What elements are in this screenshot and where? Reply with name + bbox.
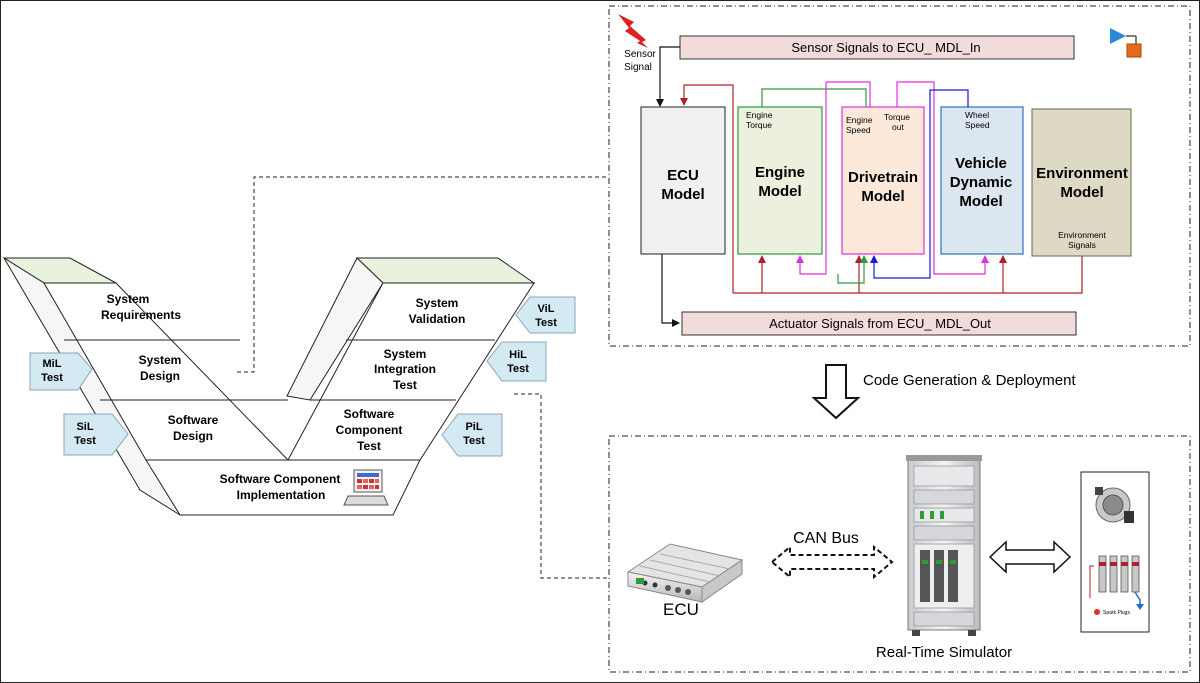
test-tag-mil: MiL Test [29, 352, 93, 391]
drivetrain-port2-line2: out [892, 122, 904, 132]
sil-label-line1: SiL [76, 421, 93, 433]
ecu-model-block [640, 106, 726, 255]
test-tag-pil: PiL Test [441, 413, 503, 457]
environment-model-label-line1: Environment [1036, 165, 1128, 182]
stage-system-design-line1: System [139, 353, 182, 367]
ecu-hardware-label: ECU [663, 600, 699, 619]
test-tag-hil: HiL Test [486, 341, 547, 382]
stage-integration-test-line3: Test [393, 378, 417, 392]
stage-system-requirements-line2: Requirements [101, 308, 181, 322]
vehicle-model-block [940, 106, 1024, 255]
connector-hil-to-hardware [514, 393, 609, 579]
vehicle-model-label-line3: Model [959, 193, 1002, 210]
stage-system-design-line2: Design [140, 369, 180, 383]
hil-label-line2: Test [507, 363, 529, 375]
sensor-signal-label-line2: Signal [624, 62, 652, 73]
stage-system-validation-line1: System [416, 296, 459, 310]
vehicle-port-label-line2: Speed [965, 120, 990, 130]
sil-label-line2: Test [74, 435, 96, 447]
ecu-model-label-line1: ECU [667, 167, 699, 184]
environment-model-label-line2: Model [1060, 184, 1103, 201]
can-bus-label: CAN Bus [793, 530, 859, 547]
stage-integration-test-line2: Integration [374, 362, 436, 376]
drivetrain-model-label-line1: Drivetrain [848, 169, 918, 186]
simulink-logo-icon [1110, 28, 1142, 58]
spark-plugs-legend-dot [1094, 609, 1100, 615]
code-generation-label: Code Generation & Deployment [863, 372, 1076, 389]
simulator-plant-arrow [988, 540, 1072, 574]
real-time-simulator-image [906, 455, 982, 636]
v-model: System Requirements System Design Softwa… [2, 257, 536, 516]
drivetrain-port2-line1: Torque [884, 112, 910, 122]
stage-component-test-line3: Test [357, 439, 381, 453]
vil-label-line1: ViL [538, 303, 555, 315]
test-tag-vil: ViL Test [515, 296, 576, 334]
vehicle-model-label-line2: Dynamic [950, 174, 1013, 191]
vehicle-model-label-line1: Vehicle [955, 155, 1007, 172]
mil-label-line1: MiL [43, 358, 62, 370]
code-generation-arrow [811, 364, 861, 420]
environment-port-label-line2: Signals [1068, 240, 1096, 250]
can-bus-arrow [770, 544, 894, 580]
pil-label-line1: PiL [465, 421, 482, 433]
actuator-bus-block [681, 311, 1077, 336]
engine-model-block [737, 106, 823, 255]
spark-plugs-label: Spark Plugs [1103, 610, 1130, 616]
engine-port-label-line1: Engine [746, 110, 773, 120]
engine-port-label-line2: Torque [746, 120, 772, 130]
code-editor-icon [343, 469, 389, 506]
vehicle-port-label-line1: Wheel [965, 110, 989, 120]
sensor-signal-label-line1: Sensor [624, 49, 656, 60]
environment-model-block [1031, 108, 1132, 257]
hil-label-line1: HiL [509, 349, 527, 361]
spark-plugs-image [1089, 555, 1144, 610]
stage-system-requirements-line1: System [107, 292, 150, 306]
environment-port-label-line1: Environment [1058, 230, 1106, 240]
ecu-model-label-line2: Model [661, 186, 704, 203]
mil-label-line2: Test [41, 372, 63, 384]
test-tag-sil: SiL Test [63, 413, 129, 456]
drivetrain-model-label-line2: Model [861, 188, 904, 205]
engine-model-label-line2: Model [758, 183, 801, 200]
drivetrain-port1-line1: Engine [846, 115, 873, 125]
connector-mil-to-model [237, 176, 609, 373]
ecu-hardware-image [626, 543, 744, 603]
engine-model-label-line1: Engine [755, 164, 805, 181]
stage-component-test-line1: Software [344, 407, 395, 421]
hardware-panel [608, 435, 1191, 673]
sensor-bus-label: Sensor Signals to ECU_ MDL_In [791, 40, 980, 55]
stage-software-design-line2: Design [173, 429, 213, 443]
lightning-icon [618, 14, 648, 48]
v-right-arm-top [355, 257, 536, 284]
drivetrain-model-block [841, 106, 925, 255]
stage-software-design-line1: Software [168, 413, 219, 427]
stage-component-test-line2: Component [336, 423, 403, 437]
stage-implementation-line1: Software Component [220, 472, 341, 486]
stage-integration-test-line1: System [384, 347, 427, 361]
stage-system-validation-line2: Validation [409, 312, 466, 326]
simulator-label: Real-Time Simulator [876, 644, 1012, 661]
pil-label-line2: Test [463, 435, 485, 447]
vil-label-line2: Test [535, 317, 557, 329]
drivetrain-port1-line2: Speed [846, 125, 871, 135]
stage-implementation-line2: Implementation [237, 488, 326, 502]
throttle-body-image [1095, 487, 1134, 523]
simulink-model-panel [608, 5, 1191, 347]
actuator-bus-label: Actuator Signals from ECU_ MDL_Out [769, 316, 991, 331]
